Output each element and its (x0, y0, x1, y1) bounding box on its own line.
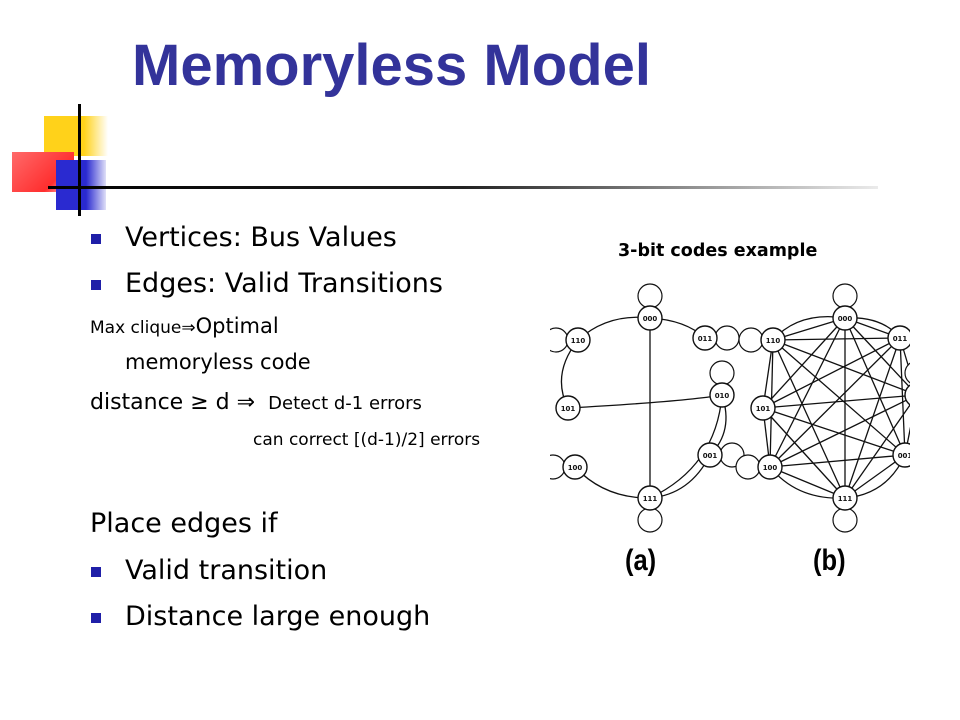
bullet-text: Vertices: Bus Values (125, 222, 397, 253)
graph-node-label: 101 (756, 405, 771, 413)
self-loop (637, 283, 663, 309)
graph-node-label: 110 (571, 337, 586, 345)
bullet-square-icon (91, 613, 101, 623)
graph-node (887, 325, 910, 351)
graph-node-label: 010 (715, 392, 730, 400)
correct-errors-line: can correct [(d-1)/2] errors (253, 430, 481, 450)
graph-node (750, 395, 776, 421)
graph-node (760, 327, 786, 353)
graph-node-label: 000 (838, 315, 853, 323)
yellow-square-fade (84, 116, 108, 156)
bullet-text: Edges: Valid Transitions (125, 268, 443, 299)
self-loop (714, 325, 740, 351)
graph-edge (762, 337, 901, 409)
bullet-distance: Distance large enough (91, 601, 431, 632)
graph-edge (844, 317, 906, 456)
graph-edge (762, 407, 906, 456)
graph-node (555, 395, 581, 421)
panel-a-label: (a) (625, 544, 657, 577)
graph-edge (762, 317, 846, 409)
max-clique-line: Max clique⇒Optimal (90, 314, 279, 338)
graph-node (692, 325, 718, 351)
title-underline (48, 186, 878, 189)
bullet-valid-transition: Valid transition (91, 555, 328, 586)
graph-edge (769, 397, 910, 468)
graph-node-label: 100 (763, 464, 778, 472)
bullet-square-icon (91, 567, 101, 577)
self-loop (637, 507, 663, 533)
bullet-edges: Edges: Valid Transitions (91, 268, 443, 299)
graph-node-label: 100 (568, 464, 583, 472)
graph-node-label: 111 (643, 495, 658, 503)
optimal-label: Optimal (195, 314, 279, 338)
graph-node (637, 305, 663, 331)
graph-edge (772, 339, 846, 499)
bullet-square-icon (91, 234, 101, 244)
graph-edge (769, 466, 846, 499)
graph-node (565, 327, 591, 353)
graph-node (697, 442, 723, 468)
graph-node-label: 110 (766, 337, 781, 345)
detect-errors: Detect d-1 errors (268, 393, 422, 414)
graph-node (832, 305, 858, 331)
decorative-corner-graphic (0, 100, 140, 220)
implies-arrow: ⇒ (181, 318, 196, 338)
diagram-title: 3-bit codes example (618, 241, 818, 261)
self-loop (709, 360, 735, 386)
graph-node (709, 382, 735, 408)
panel-b-label: (b) (813, 544, 846, 577)
self-loop (832, 507, 858, 533)
graph-edge (769, 317, 846, 468)
graph-node (757, 454, 783, 480)
memoryless-code-line: memoryless code (125, 350, 311, 374)
graph-node-label: 111 (838, 495, 853, 503)
graph-node-label: 011 (893, 335, 908, 343)
max-clique-label: Max clique (90, 318, 182, 338)
page-title: Memoryless Model (132, 33, 651, 98)
place-edges-heading: Place edges if (90, 508, 278, 539)
graph-edge (772, 337, 901, 341)
graph-edge (772, 339, 910, 394)
graph-node-label: 011 (698, 335, 713, 343)
graph-node (832, 485, 858, 511)
bullet-text: Valid transition (125, 555, 328, 586)
graph-edge (844, 337, 901, 499)
graph-edge (769, 454, 906, 468)
self-loop (904, 362, 910, 384)
vertical-black-line (78, 104, 81, 216)
bullet-text: Distance large enough (125, 601, 431, 632)
graph-node (892, 442, 910, 468)
self-loop (832, 283, 858, 309)
yellow-square (44, 116, 84, 156)
graph-edge (844, 403, 910, 499)
graph-node (562, 454, 588, 480)
graph-node-label: 000 (643, 315, 658, 323)
graph-panel-a: 000 011 110 101 010 100 001 111 (550, 283, 745, 533)
bullet-square-icon (91, 280, 101, 290)
self-loop (738, 327, 764, 353)
distance-prefix: distance ≥ d ⇒ (90, 390, 256, 415)
graph-node-label: 101 (561, 405, 576, 413)
graph-edge (772, 339, 906, 456)
graph-edge (567, 394, 723, 409)
self-loop (550, 327, 569, 353)
blue-square (56, 160, 106, 210)
graph-node-label: 001 (898, 452, 910, 460)
self-loop (735, 454, 761, 480)
code-graphs-figure: 000 011 110 101 010 100 001 111 000 011 110 101 010… (550, 283, 910, 533)
bullet-vertices: Vertices: Bus Values (91, 222, 397, 253)
graph-edge (762, 407, 846, 499)
graph-edge (762, 394, 910, 409)
graph-node (637, 485, 663, 511)
graph-node (904, 384, 910, 406)
graph-node-label: 001 (703, 452, 718, 460)
distance-line: distance ≥ d ⇒ Detect d-1 errors (90, 390, 422, 415)
